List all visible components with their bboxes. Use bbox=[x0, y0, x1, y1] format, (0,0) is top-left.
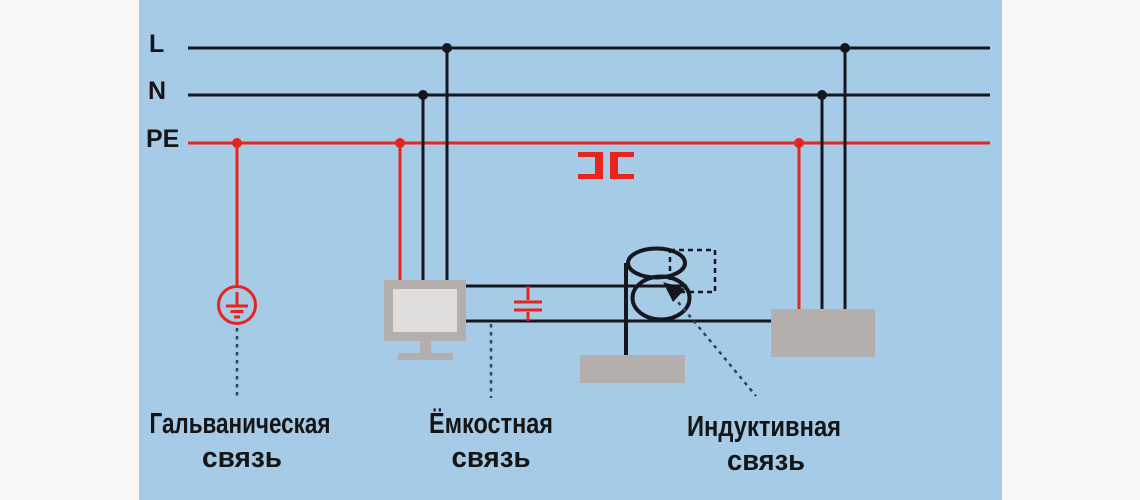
clamp-right-bottom bbox=[611, 174, 634, 179]
clamp-right-top bbox=[611, 152, 634, 157]
leader-lines bbox=[235, 282, 757, 398]
bus-label-N: N bbox=[148, 77, 166, 105]
ground-planes bbox=[580, 309, 875, 383]
coil-dashed-box bbox=[668, 248, 717, 294]
coil-loop-lower bbox=[630, 274, 692, 322]
monitor-neck bbox=[420, 341, 431, 354]
leader-inductive bbox=[667, 289, 757, 397]
clamp-left-bottom bbox=[578, 174, 602, 179]
monitor-base bbox=[398, 353, 453, 360]
device-box bbox=[771, 309, 875, 357]
ferrite-clamp-icon bbox=[578, 152, 634, 179]
earth-circle bbox=[217, 285, 257, 325]
clamp-left-top bbox=[578, 152, 602, 157]
caption-capacitive-line2: связь bbox=[452, 442, 531, 474]
monitor-screen bbox=[393, 289, 457, 332]
caption-galvanic-line2: связь bbox=[202, 442, 282, 474]
caption-galvanic-line1: Гальваническая bbox=[150, 408, 331, 440]
clamp-right-bar bbox=[610, 152, 618, 179]
caption-capacitive-line1: Ёмкостная bbox=[429, 407, 553, 440]
caption-inductive-line1: Индуктивная bbox=[687, 411, 841, 443]
drop-wires bbox=[235, 48, 847, 312]
earth-symbol bbox=[217, 285, 257, 325]
clamp-left-bar bbox=[595, 152, 603, 179]
bus-lines: L N PE bbox=[146, 30, 990, 153]
monitor-icon bbox=[384, 280, 466, 360]
bus-label-PE: PE bbox=[146, 125, 179, 153]
cable-pair bbox=[466, 284, 771, 323]
inductive-coil bbox=[624, 246, 717, 356]
bus-label-L: L bbox=[149, 30, 164, 58]
coil-loop-upper bbox=[626, 246, 687, 280]
ground-plate bbox=[580, 355, 685, 383]
caption-inductive-line2: связь bbox=[727, 445, 805, 477]
captions: Гальваническая связь Ёмкостная связь Инд… bbox=[150, 407, 842, 477]
leader-arrowhead bbox=[663, 282, 685, 302]
diagram-panel bbox=[139, 0, 1002, 500]
capacitor-symbol bbox=[514, 286, 542, 321]
